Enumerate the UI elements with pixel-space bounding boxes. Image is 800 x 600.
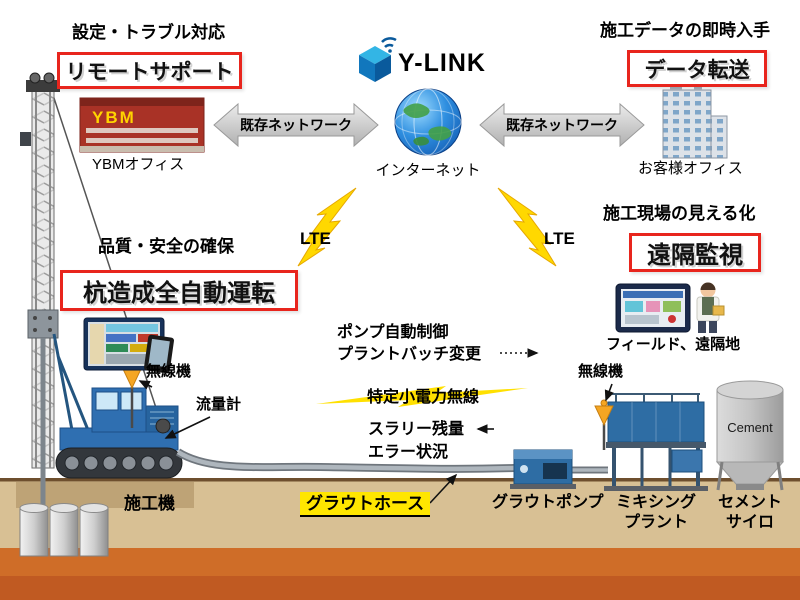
text-error-status: エラー状況 <box>368 444 449 461</box>
cement-silo: Cement <box>715 380 785 491</box>
arrow-to-radio-left <box>138 380 153 390</box>
globe-internet-icon <box>394 88 462 156</box>
ybm-sign: YBM <box>92 108 136 127</box>
text-slurry: スラリー残量 <box>368 421 465 438</box>
pile-driver-machine <box>20 72 183 522</box>
text-radio-band: 特定小電力無線 <box>366 389 479 406</box>
label-grout-hose: グラウトホース <box>300 492 431 518</box>
mixing-plant <box>604 393 708 491</box>
label-cement-silo-line1: セメント <box>718 494 782 511</box>
wifi-icon <box>381 37 397 43</box>
label-lte-right: LTE <box>544 229 575 248</box>
label-cement-silo-line2: サイロ <box>725 514 774 531</box>
caption-auto-operation: 品質・安全の確保 <box>98 237 234 256</box>
label-cement-silo: セメント サイロ <box>712 493 788 533</box>
lte-bolt-right-icon <box>497 187 557 267</box>
caption-remote-monitoring: 施工現場の見える化 <box>603 204 756 223</box>
piles <box>19 503 109 557</box>
ybm-building: YBM <box>79 97 205 153</box>
arrow-to-grout-hose <box>429 473 458 504</box>
label-network-right: 既存ネットワーク <box>506 117 618 133</box>
radio-device-right-icon <box>594 399 614 450</box>
text-pump-control: ポンプ自動制御 <box>337 324 449 341</box>
label-grout-pump: グラウトポンプ <box>492 494 604 511</box>
remote-monitoring-box: 遠隔監視 <box>629 233 761 272</box>
label-network-left: 既存ネットワーク <box>240 117 352 133</box>
label-customer-office: お客様オフィス <box>638 160 743 177</box>
data-transfer-box: データ転送 <box>627 50 767 87</box>
label-mixing-plant-line1: ミキシング <box>615 494 696 511</box>
label-lte-left: LTE <box>300 229 331 248</box>
label-field-location: フィールド、遠隔地 <box>606 336 741 353</box>
auto-operation-box: 杭造成全自動運転 <box>60 270 298 311</box>
label-mixing-plant-line2: プラント <box>623 514 688 531</box>
network-arrow-left <box>213 102 379 148</box>
remote-support-box: リモートサポート <box>57 52 242 89</box>
field-tablet <box>615 283 691 333</box>
caption-remote-support: 設定・トラブル対応 <box>72 23 225 42</box>
excavation-pit <box>16 482 194 508</box>
customer-office-building <box>662 84 728 159</box>
label-mixing-plant: ミキシング プラント <box>610 493 702 533</box>
lte-bolt-left-icon <box>297 187 357 267</box>
grout-pump <box>510 449 576 489</box>
label-flow-meter: 流量計 <box>196 396 242 413</box>
pointer-arrows <box>138 348 614 504</box>
operator-monitor <box>83 317 174 374</box>
arrow-to-radio-right <box>604 383 614 402</box>
caption-data-transfer: 施工データの即時入手 <box>600 21 770 40</box>
ylink-logo-icon <box>359 37 397 82</box>
text-plant-batch: プラントバッチ変更 <box>337 346 482 363</box>
label-radio-right: 無線機 <box>578 363 624 380</box>
radio-band-flash-icon <box>316 386 528 407</box>
label-construction-machine: 施工機 <box>124 494 175 513</box>
field-person <box>696 282 725 333</box>
grout-hose-line <box>175 448 608 474</box>
network-arrow-right <box>479 102 645 148</box>
cement-silo-text: Cement <box>727 420 773 435</box>
arrow-to-flow-meter <box>164 416 211 439</box>
label-ybm-office: YBMオフィス <box>92 156 185 173</box>
label-radio-left: 無線機 <box>146 363 192 380</box>
label-internet: インターネット <box>375 162 481 179</box>
ylink-logo-text: Y-LINK <box>398 49 486 77</box>
